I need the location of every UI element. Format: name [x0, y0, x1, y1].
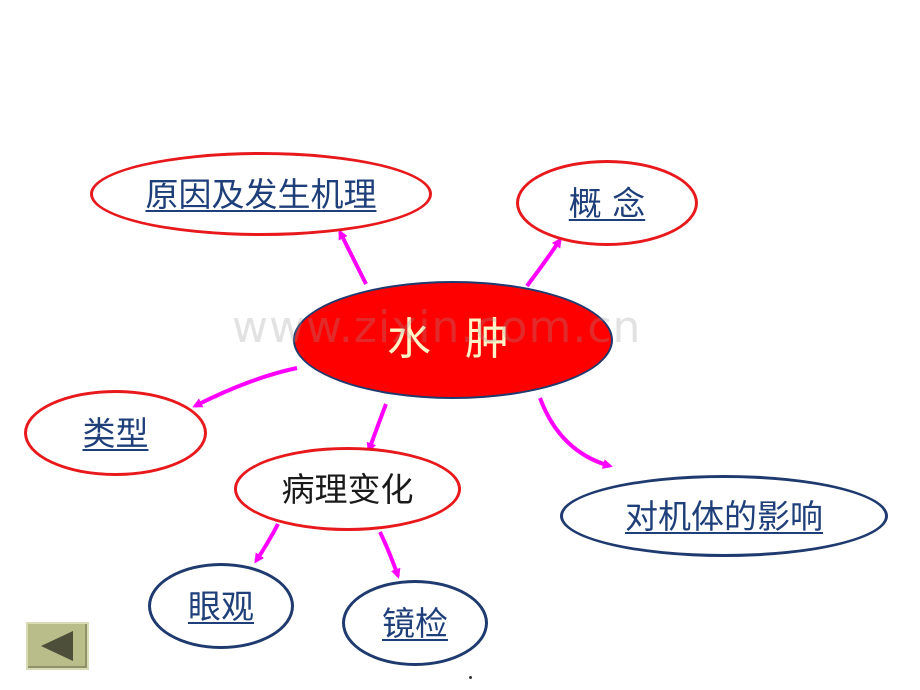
node-types[interactable]: 类型	[24, 390, 207, 476]
node-cause-label[interactable]: 原因及发生机理	[145, 174, 377, 214]
center-node: 水 肿	[293, 281, 613, 399]
node-cause[interactable]: 原因及发生机理	[90, 152, 432, 236]
arrow-to-pathology	[366, 403, 388, 453]
arrow-to-types	[192, 366, 298, 408]
arrow-to-cause	[338, 229, 368, 285]
node-concept-label[interactable]: 概 念	[568, 183, 646, 223]
node-micro[interactable]: 镜检	[342, 580, 488, 666]
node-micro-label[interactable]: 镜检	[382, 603, 448, 643]
arrow-to-concept	[525, 237, 562, 288]
arrow-to-micro	[378, 531, 401, 579]
center-label: 水 肿	[387, 314, 519, 365]
node-gross[interactable]: 眼观	[148, 563, 294, 649]
triangle-left-icon	[41, 631, 73, 661]
back-button[interactable]	[26, 622, 89, 670]
node-concept[interactable]: 概 念	[516, 160, 698, 246]
node-types-label[interactable]: 类型	[82, 413, 149, 453]
node-gross-label[interactable]: 眼观	[188, 586, 254, 626]
node-pathology: 病理变化	[234, 447, 461, 531]
node-pathology-label: 病理变化	[281, 469, 414, 509]
arrow-to-effect	[538, 397, 613, 469]
arrow-to-gross	[254, 523, 280, 564]
footer-dot	[469, 676, 472, 679]
node-effect-label[interactable]: 对机体的影响	[625, 496, 823, 536]
node-effect[interactable]: 对机体的影响	[560, 475, 888, 557]
